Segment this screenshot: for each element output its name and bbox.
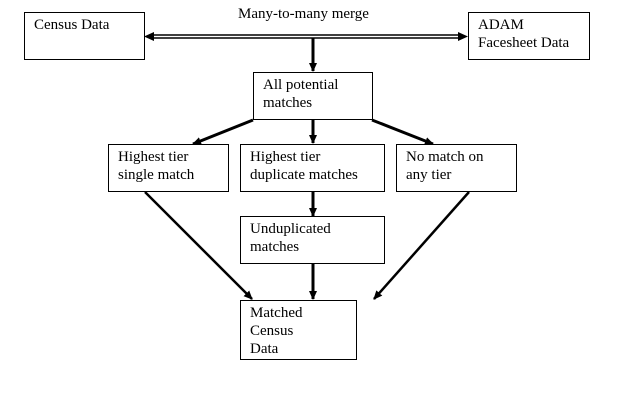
edge-all-to-single (192, 118, 254, 146)
node-no-match-on-any-tier: No match on any tier (396, 144, 517, 192)
node-adam-facesheet-data: ADAM Facesheet Data (468, 12, 590, 60)
edge-single-to-matched (144, 191, 253, 300)
node-highest-tier-single-match: Highest tier single match (108, 144, 229, 192)
node-unduplicated-matches: Unduplicated matches (240, 216, 385, 264)
edge-nomatch-to-matched (373, 191, 470, 300)
node-highest-tier-duplicate-matches: Highest tier duplicate matches (240, 144, 385, 192)
node-matched-census-data: Matched Census Data (240, 300, 357, 360)
node-all-potential-matches: All potential matches (253, 72, 373, 120)
merge-label: Many-to-many merge (238, 6, 369, 22)
edge-all-to-nomatch (371, 118, 434, 146)
node-census-data: Census Data (24, 12, 145, 60)
arrow-to-adam (458, 32, 468, 41)
arrow-to-census (144, 32, 154, 41)
